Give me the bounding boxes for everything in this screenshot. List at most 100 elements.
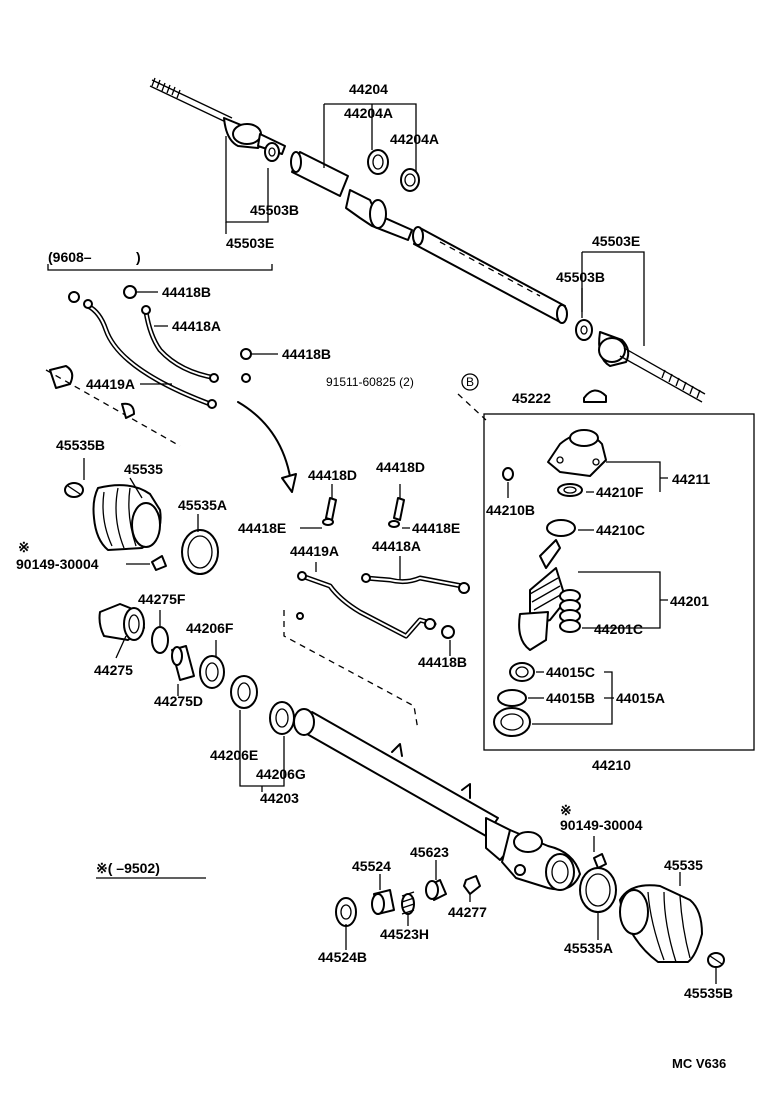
rack-bushing-2 [400, 168, 420, 192]
label-45535B-left: 45535B [56, 437, 105, 453]
label-90149-left: 90149-30004 [16, 556, 99, 572]
seal-44206G [269, 701, 295, 735]
bushing-44206F [199, 655, 225, 689]
pipe-44418A-upper [83, 299, 219, 409]
bushing-44275D [171, 645, 195, 681]
label-circle-b: B [466, 375, 474, 389]
rack-housing-44203 [293, 708, 581, 891]
seal-44015A [493, 707, 531, 737]
union-bolt-44418D-2 [388, 497, 405, 528]
right-tie-rod-washer [575, 319, 593, 341]
label-45535A-right: 45535A [564, 940, 613, 956]
label-bolt-91511: 91511-60825 (2) [326, 375, 414, 389]
label-44206F: 44206F [186, 620, 234, 636]
label-44418E-2: 44418E [412, 520, 460, 536]
label-44419A-2: 44419A [290, 543, 339, 559]
left-boot-clamp-45535A [181, 529, 219, 575]
label-45623: 45623 [410, 844, 449, 860]
oil-seal-44210F [557, 483, 583, 497]
label-44210B: 44210B [486, 502, 535, 518]
o-ring-44275F [151, 626, 169, 654]
left-boot-clamp-small [64, 482, 84, 498]
plug-44524B [335, 897, 357, 927]
label-44418B-1: 44418B [162, 284, 211, 300]
label-ref-mark-2: ※ [560, 802, 572, 818]
label-44201: 44201 [670, 593, 709, 609]
label-44210F: 44210F [596, 484, 644, 500]
o-ring-44015B [497, 689, 527, 707]
washer-44210B [502, 467, 514, 481]
valve-housing-44211 [547, 429, 607, 477]
label-44275D: 44275D [154, 693, 203, 709]
right-boot-45535 [619, 884, 703, 963]
label-44418A-1: 44418A [172, 318, 221, 334]
label-note-9502: ※( –9502) [96, 860, 160, 876]
label-45503B-top: 45503B [250, 202, 299, 218]
cap-45623 [425, 879, 447, 901]
label-44204A-2: 44204A [390, 131, 439, 147]
part-labels: 44204 44204A 44204A 45503B 45503E 45503E… [16, 81, 733, 1071]
right-boot-clamp-small [707, 952, 725, 968]
label-44418A-2: 44418A [372, 538, 421, 554]
reference-circle-b [461, 373, 479, 391]
label-44418D-1: 44418D [308, 467, 357, 483]
label-footer-code: MC V636 [672, 1056, 726, 1071]
label-44523H: 44523H [380, 926, 429, 942]
union-bolt-44418B-a [68, 285, 252, 383]
label-44210C: 44210C [596, 522, 645, 538]
left-tie-rod-washer [264, 142, 280, 162]
label-44524B: 44524B [318, 949, 367, 965]
label-44204: 44204 [349, 81, 388, 97]
label-44418E-1: 44418E [238, 520, 286, 536]
label-45503E-right: 45503E [592, 233, 640, 249]
label-44204A-1: 44204A [344, 105, 393, 121]
label-44418B-3: 44418B [418, 654, 467, 670]
label-44275: 44275 [94, 662, 133, 678]
right-boot-clamp-45535A [579, 867, 617, 913]
bearing-44206E [230, 675, 258, 709]
nut-44277 [463, 875, 481, 895]
left-boot-screw [151, 555, 167, 571]
label-45524: 45524 [352, 858, 391, 874]
label-44203: 44203 [260, 790, 299, 806]
right-boot-screw [593, 853, 607, 869]
right-tie-rod-end [598, 331, 706, 403]
spring-44201C [559, 589, 581, 633]
housing-bushing-44275 [98, 603, 145, 641]
label-ref-mark-1: ※ [18, 539, 30, 555]
rack-end-cap-45222 [583, 389, 607, 403]
label-45535-right: 45535 [664, 857, 703, 873]
label-44211: 44211 [672, 471, 710, 487]
label-45503B-right: 45503B [556, 269, 605, 285]
control-valve-44201 [518, 539, 567, 651]
label-45535-left: 45535 [124, 461, 163, 477]
label-44015C: 44015C [546, 664, 595, 680]
label-45503E-top: 45503E [226, 235, 274, 251]
spring-44523H [401, 891, 415, 915]
label-44418D-2: 44418D [376, 459, 425, 475]
o-ring-44210C [546, 519, 576, 537]
label-44418B-2: 44418B [282, 346, 331, 362]
label-90149-right: 90149-30004 [560, 817, 643, 833]
left-boot-45535 [92, 484, 162, 551]
left-tie-rod-end [149, 77, 286, 155]
label-45535A-left: 45535A [178, 497, 227, 513]
control-valve-assembly-box [483, 413, 755, 751]
label-44206G: 44206G [256, 766, 306, 782]
label-44210: 44210 [592, 757, 631, 773]
pipe-44418A-center [361, 573, 470, 594]
label-45222: 45222 [512, 390, 551, 406]
pipe-44419A-center [297, 571, 437, 639]
label-note-9608-close: ) [136, 249, 141, 265]
label-44206E: 44206E [210, 747, 258, 763]
label-44275F: 44275F [138, 591, 186, 607]
label-44277: 44277 [448, 904, 487, 920]
left-pipe-fragment [45, 365, 181, 447]
rack-bushing-1 [367, 149, 389, 175]
rack-guide-45524 [371, 889, 395, 915]
label-45535B-right: 45535B [684, 985, 733, 1001]
bearing-44015C [509, 662, 535, 682]
label-note-9608: (9608– [48, 249, 92, 265]
rack-bar [290, 151, 568, 324]
